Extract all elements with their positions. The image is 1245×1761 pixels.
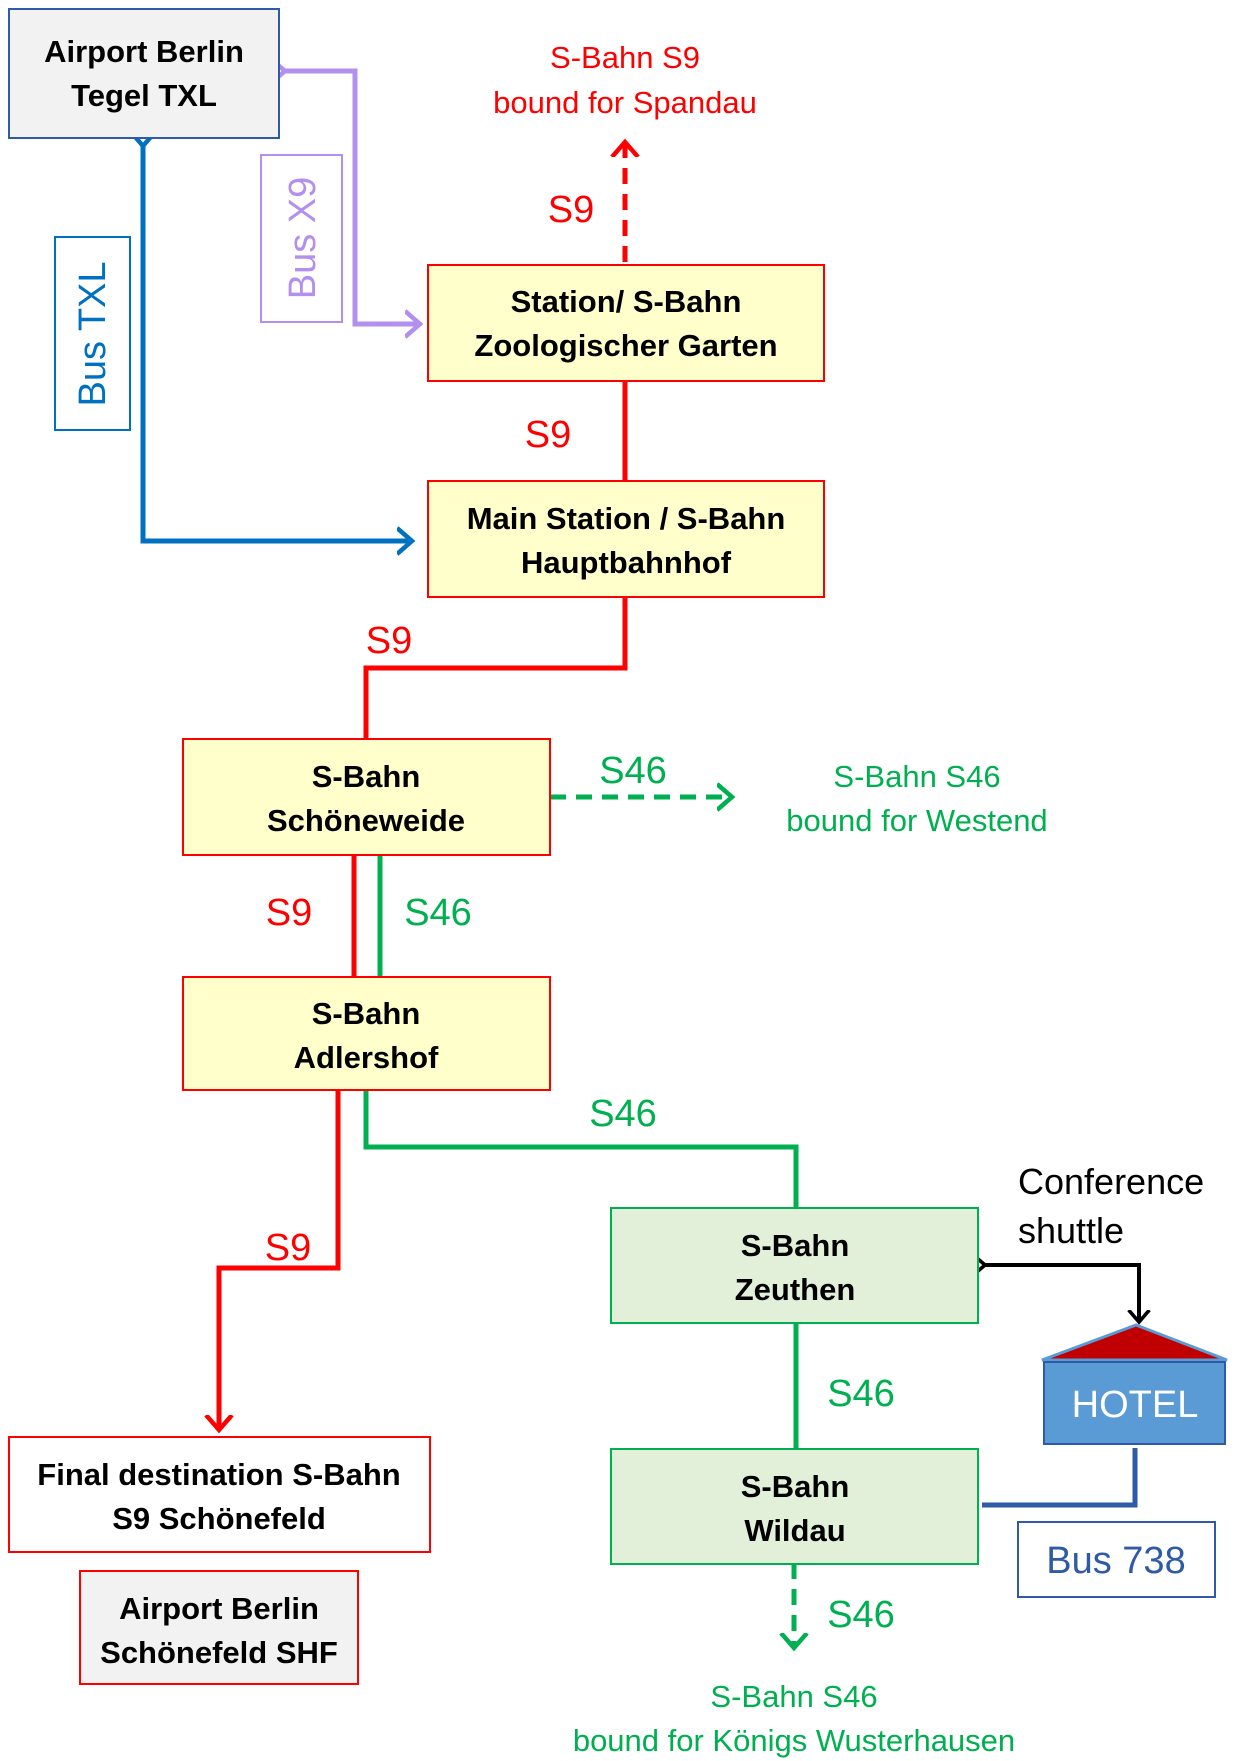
shuttle-line1: Conference — [1018, 1161, 1204, 1202]
hotel-icon: HOTEL — [1041, 1323, 1228, 1445]
wildau-line2: Wildau — [744, 1513, 845, 1548]
final-line2: S9 Schönefeld — [112, 1501, 326, 1536]
tegel-line2: Tegel TXL — [71, 78, 217, 113]
zeuthen-line2: Zeuthen — [735, 1272, 856, 1307]
bus-txl-label-box: Bus TXL — [54, 236, 131, 431]
conference-shuttle-route — [985, 1265, 1139, 1322]
adlershof-station-box: S-Bahn Adlershof — [182, 976, 551, 1091]
tegel-airport-box: Airport Berlin Tegel TXL — [8, 8, 280, 139]
s9-spandau-label: S9 — [548, 189, 594, 231]
hbf-line2: Hauptbahnhof — [521, 545, 732, 580]
spandau-destination: S-Bahn S9 bound for Spandau — [493, 40, 757, 120]
schoeneweide-line2: Schöneweide — [267, 803, 465, 838]
zoo-line1: Station/ S-Bahn — [511, 284, 742, 319]
spandau-line2: bound for Spandau — [493, 85, 757, 120]
s46-adlershof-zeuthen-route — [363, 1090, 799, 1208]
schoeneweide-line1: S-Bahn — [312, 759, 421, 794]
zoo-station-box: Station/ S-Bahn Zoologischer Garten — [427, 264, 825, 382]
schoenefeld-line2: Schönefeld SHF — [100, 1635, 338, 1670]
bus-x9-label-box: Bus X9 — [260, 154, 343, 323]
hbf-line1: Main Station / S-Bahn — [467, 501, 786, 536]
final-line1: Final destination S-Bahn — [37, 1457, 400, 1492]
final-destination-box: Final destination S-Bahn S9 Schönefeld — [8, 1436, 431, 1553]
s9-hbf-schoeneweide-route — [363, 598, 628, 738]
bus-738-label-box: Bus 738 — [1017, 1521, 1216, 1598]
koenigs-line1: S-Bahn S46 — [710, 1679, 877, 1714]
shuttle-line2: shuttle — [1018, 1210, 1124, 1251]
tegel-line1: Airport Berlin — [44, 34, 244, 69]
bus-x9-label: Bus X9 — [282, 177, 324, 300]
schoenefeld-airport-box: Airport Berlin Schönefeld SHF — [79, 1570, 359, 1685]
adlershof-line1: S-Bahn — [312, 996, 421, 1031]
bus-738-label: Bus 738 — [1046, 1540, 1185, 1582]
s9-adlershof-final-route — [219, 1090, 341, 1430]
wildau-station-box: S-Bahn Wildau — [610, 1448, 979, 1565]
bus-738-route — [982, 1448, 1138, 1508]
s46-zeuthen-wildau-label: S46 — [827, 1373, 895, 1415]
hbf-station-box: Main Station / S-Bahn Hauptbahnhof — [427, 480, 825, 598]
adlershof-line2: Adlershof — [294, 1040, 439, 1075]
schoenefeld-line1: Airport Berlin — [119, 1591, 319, 1626]
bus-txl-route — [143, 146, 412, 541]
westend-destination: S-Bahn S46 bound for Westend — [786, 759, 1047, 838]
wildau-line1: S-Bahn — [741, 1469, 850, 1504]
s9-zoo-hbf-label: S9 — [525, 414, 571, 456]
conference-shuttle-label: Conference shuttle — [1018, 1161, 1204, 1251]
s46-schoeneweide-adlershof-label: S46 — [404, 892, 472, 934]
s46-westend-label: S46 — [599, 750, 667, 792]
schoeneweide-station-box: S-Bahn Schöneweide — [182, 738, 551, 856]
spandau-line1: S-Bahn S9 — [550, 40, 700, 75]
s46-koenigs-label: S46 — [827, 1594, 895, 1636]
zeuthen-station-box: S-Bahn Zeuthen — [610, 1207, 979, 1324]
s9-adlershof-final-label: S9 — [265, 1227, 311, 1269]
s9-hbf-schoeneweide-label: S9 — [366, 620, 412, 662]
bus-x9-route — [285, 71, 420, 324]
bus-txl-label: Bus TXL — [72, 261, 114, 406]
zeuthen-line1: S-Bahn — [741, 1228, 850, 1263]
koenigs-line2: bound for Königs Wusterhausen — [573, 1723, 1015, 1758]
s46-adlershof-zeuthen-label: S46 — [589, 1093, 657, 1135]
westend-line2: bound for Westend — [786, 803, 1047, 838]
hotel-label: HOTEL — [1072, 1384, 1199, 1426]
s9-schoeneweide-adlershof-label: S9 — [266, 892, 312, 934]
zoo-line2: Zoologischer Garten — [474, 328, 777, 363]
koenigs-destination: S-Bahn S46 bound for Königs Wusterhausen — [573, 1679, 1015, 1758]
westend-line1: S-Bahn S46 — [833, 759, 1000, 794]
